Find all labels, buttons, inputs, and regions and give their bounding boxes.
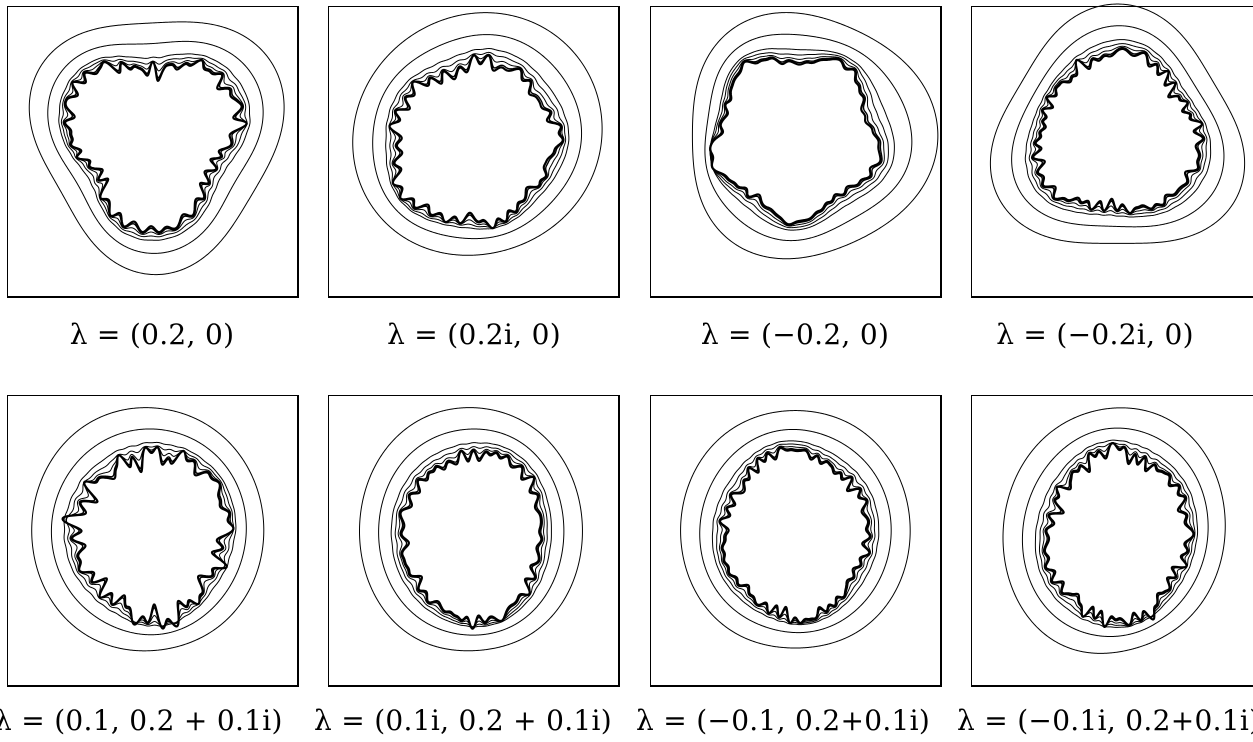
level-curves-5 xyxy=(31,407,265,652)
julia-boundary-curve xyxy=(399,449,543,630)
level-curve xyxy=(47,40,264,254)
level-curve xyxy=(398,449,544,630)
level-curve xyxy=(680,410,911,649)
panel-1 xyxy=(7,6,299,298)
level-curve xyxy=(385,48,570,230)
julia-boundary-curve xyxy=(1032,47,1205,215)
level-curve xyxy=(1031,46,1205,215)
level-curve xyxy=(709,54,885,227)
level-curve xyxy=(1038,442,1196,627)
panel-4 xyxy=(971,3,1253,298)
level-curve xyxy=(1002,407,1226,654)
level-curve xyxy=(989,3,1246,244)
level-curves-4 xyxy=(989,3,1246,244)
level-curve xyxy=(65,445,235,627)
caption-7: λ = (−0.1, 0.2+0.1i) xyxy=(636,704,931,737)
level-curve xyxy=(388,51,567,229)
julia-boundary-curve xyxy=(718,446,871,625)
level-curve xyxy=(1024,39,1212,218)
level-curve xyxy=(699,428,892,634)
caption-4: λ = (−0.2i, 0) xyxy=(996,318,1194,351)
caption-3: λ = (−0.2, 0) xyxy=(700,318,890,351)
level-curve xyxy=(711,440,880,626)
level-curve xyxy=(1021,427,1209,638)
level-curve xyxy=(60,57,248,238)
panel-7 xyxy=(650,395,942,687)
julia-boundary-curve xyxy=(63,59,248,234)
level-curves-1 xyxy=(28,21,285,276)
panel-5 xyxy=(7,395,299,687)
panel-3 xyxy=(650,6,942,298)
caption-8: λ = (−0.1i, 0.2+0.1i) xyxy=(957,704,1253,737)
level-curve xyxy=(63,58,248,235)
level-curve xyxy=(691,12,939,260)
level-curve xyxy=(63,441,237,627)
level-curve xyxy=(58,53,251,241)
level-curve xyxy=(397,448,545,628)
caption-6: λ = (0.1i, 0.2 + 0.1i) xyxy=(314,704,613,737)
level-curve xyxy=(718,446,872,625)
level-curve xyxy=(359,407,583,652)
level-curve xyxy=(1028,43,1208,216)
level-curve xyxy=(378,428,565,636)
level-curves-3 xyxy=(691,12,939,260)
level-curves-7 xyxy=(680,410,911,649)
level-curve xyxy=(389,53,565,229)
julia-boundary-curve xyxy=(61,446,235,630)
level-curve xyxy=(50,428,247,636)
level-curve xyxy=(716,443,876,625)
caption-1: λ = (0.2, 0) xyxy=(69,318,235,351)
panel-6 xyxy=(328,395,620,687)
julia-boundary-curve xyxy=(709,57,882,226)
level-curve xyxy=(709,52,889,229)
level-curve xyxy=(709,56,883,227)
level-curve xyxy=(1042,441,1195,628)
panel-8 xyxy=(971,395,1253,687)
caption-5: λ = (0.1, 0.2 + 0.1i) xyxy=(0,704,283,737)
caption-2: λ = (0.2i, 0) xyxy=(387,318,561,351)
level-curve xyxy=(1041,443,1195,627)
level-curve xyxy=(394,446,548,628)
level-curve xyxy=(372,34,583,240)
level-curve xyxy=(352,12,603,256)
level-curve xyxy=(388,53,565,230)
level-curve xyxy=(62,59,247,235)
level-curves-6 xyxy=(359,407,583,652)
level-curve xyxy=(390,442,552,628)
level-curve xyxy=(718,445,873,624)
level-curves-2 xyxy=(352,12,603,256)
level-curve xyxy=(704,33,913,242)
panel-2 xyxy=(328,6,620,298)
level-curve xyxy=(62,445,235,630)
level-curve xyxy=(1030,45,1206,215)
level-curve xyxy=(28,21,285,276)
level-curve xyxy=(65,446,234,628)
level-curve xyxy=(31,407,265,652)
level-curve xyxy=(1034,439,1199,628)
level-curves-8 xyxy=(1002,407,1226,654)
julia-boundary-curve xyxy=(388,54,564,230)
level-curve xyxy=(1011,25,1225,228)
level-curve xyxy=(709,48,895,231)
